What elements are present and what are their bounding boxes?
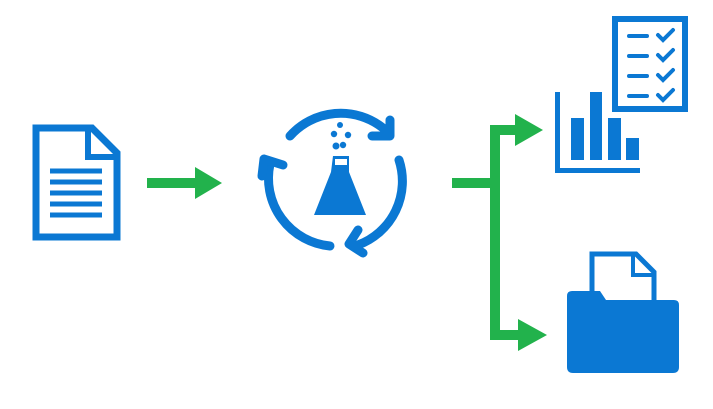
flask-cycle-icon [257, 108, 407, 258]
chart-checklist-icon [555, 16, 688, 173]
branch-arrow [452, 125, 525, 340]
folder-document-icon [567, 251, 679, 373]
arrow-document-to-process [147, 167, 222, 199]
arrow-to-folder [518, 319, 547, 351]
bar-chart-icon [555, 92, 640, 173]
arrow-to-reports [515, 114, 543, 146]
checklist-icon [612, 16, 688, 112]
document-icon [32, 124, 121, 241]
